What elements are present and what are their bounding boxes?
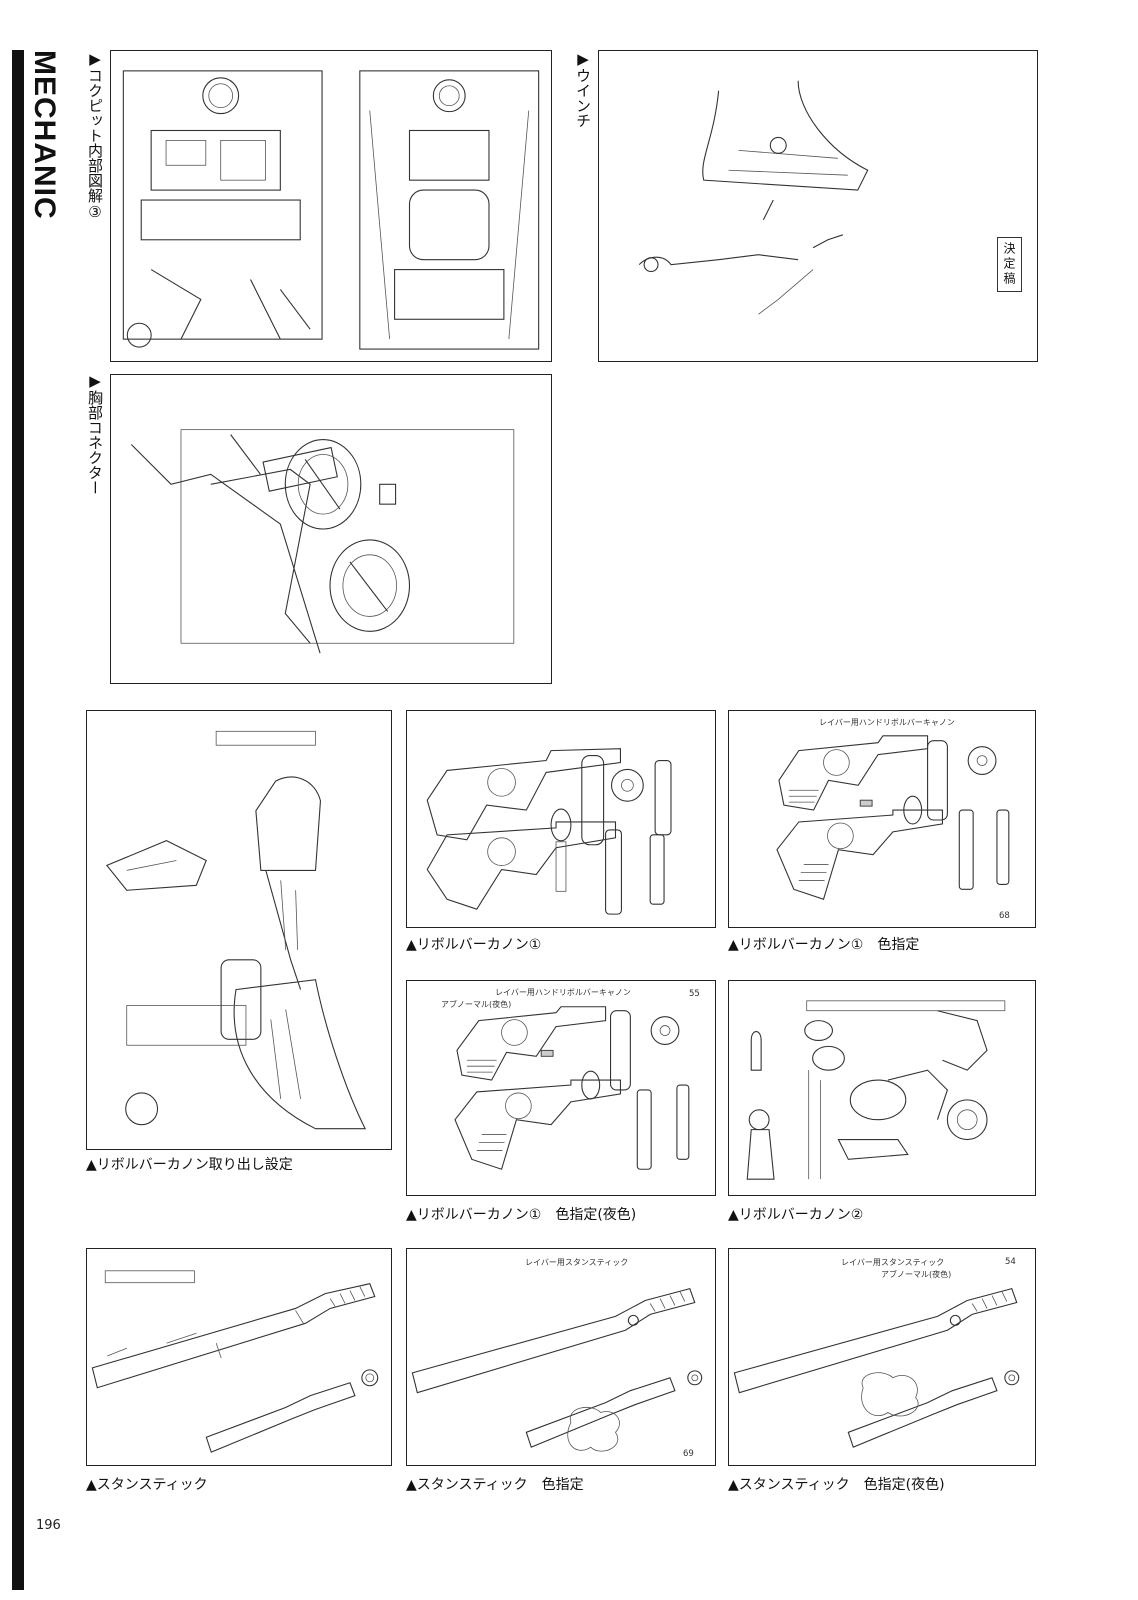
- caption-cannon-1-color: ▲リボルバーカノン① 色指定: [728, 937, 920, 953]
- sheet-number: 54: [1005, 1257, 1016, 1267]
- caption-chest: ▶胸部コネクター: [86, 372, 104, 495]
- caption-cockpit: ▶コクピット内部図解③: [86, 50, 104, 221]
- chest-connector-illustration: [110, 374, 552, 684]
- revolver-cannon-1-illustration: [406, 710, 716, 928]
- cockpit-illustration: [110, 50, 552, 362]
- revolver-cannon-2-illustration: [728, 980, 1036, 1196]
- sheet-title: レイバー用スタンスティック: [841, 1258, 945, 1267]
- sheet-number: 68: [999, 911, 1010, 921]
- stun-stick-illustration: [86, 1248, 392, 1466]
- sheet-subtitle: アブノーマル(夜色): [881, 1270, 952, 1279]
- caption-cannon-2: ▲リボルバーカノン②: [728, 1207, 864, 1223]
- sheet-title: レイバー用ハンドリボルバーキャノン: [495, 988, 631, 997]
- sheet-subtitle: アブノーマル(夜色): [441, 1000, 512, 1009]
- caption-stun-color: ▲スタンスティック 色指定: [406, 1477, 584, 1493]
- page-spine-bar: [12, 50, 24, 1590]
- page-number: 196: [36, 1518, 61, 1533]
- caption-cannon-1: ▲リボルバーカノン①: [406, 937, 542, 953]
- stun-stick-color-illustration: レイバー用スタンスティック 69: [406, 1248, 716, 1466]
- winch-illustration: 決定稿: [598, 50, 1038, 362]
- caption-cannon-takeout: ▲リボルバーカノン取り出し設定: [86, 1157, 293, 1173]
- revolver-cannon-1-color-illustration: レイバー用ハンドリボルバーキャノン 68: [728, 710, 1036, 928]
- stun-stick-night-illustration: レイバー用スタンスティック アブノーマル(夜色) 54: [728, 1248, 1036, 1466]
- caption-cannon-1-night: ▲リボルバーカノン① 色指定(夜色): [406, 1207, 637, 1223]
- sheet-title: レイバー用ハンドリボルバーキャノン: [819, 718, 955, 727]
- section-tag: MECHANIC: [28, 50, 61, 220]
- sheet-title: レイバー用スタンスティック: [525, 1258, 629, 1267]
- caption-stun: ▲スタンスティック: [86, 1477, 208, 1493]
- revolver-cannon-1-night-illustration: レイバー用ハンドリボルバーキャノン アブノーマル(夜色) 55: [406, 980, 716, 1196]
- cannon-takeout-illustration: [86, 710, 392, 1150]
- sheet-number: 69: [683, 1449, 694, 1459]
- caption-winch: ▶ウインチ: [574, 50, 592, 128]
- caption-stun-night: ▲スタンスティック 色指定(夜色): [728, 1477, 945, 1493]
- approval-stamp: 決定稿: [997, 237, 1022, 292]
- sheet-number: 55: [689, 989, 700, 999]
